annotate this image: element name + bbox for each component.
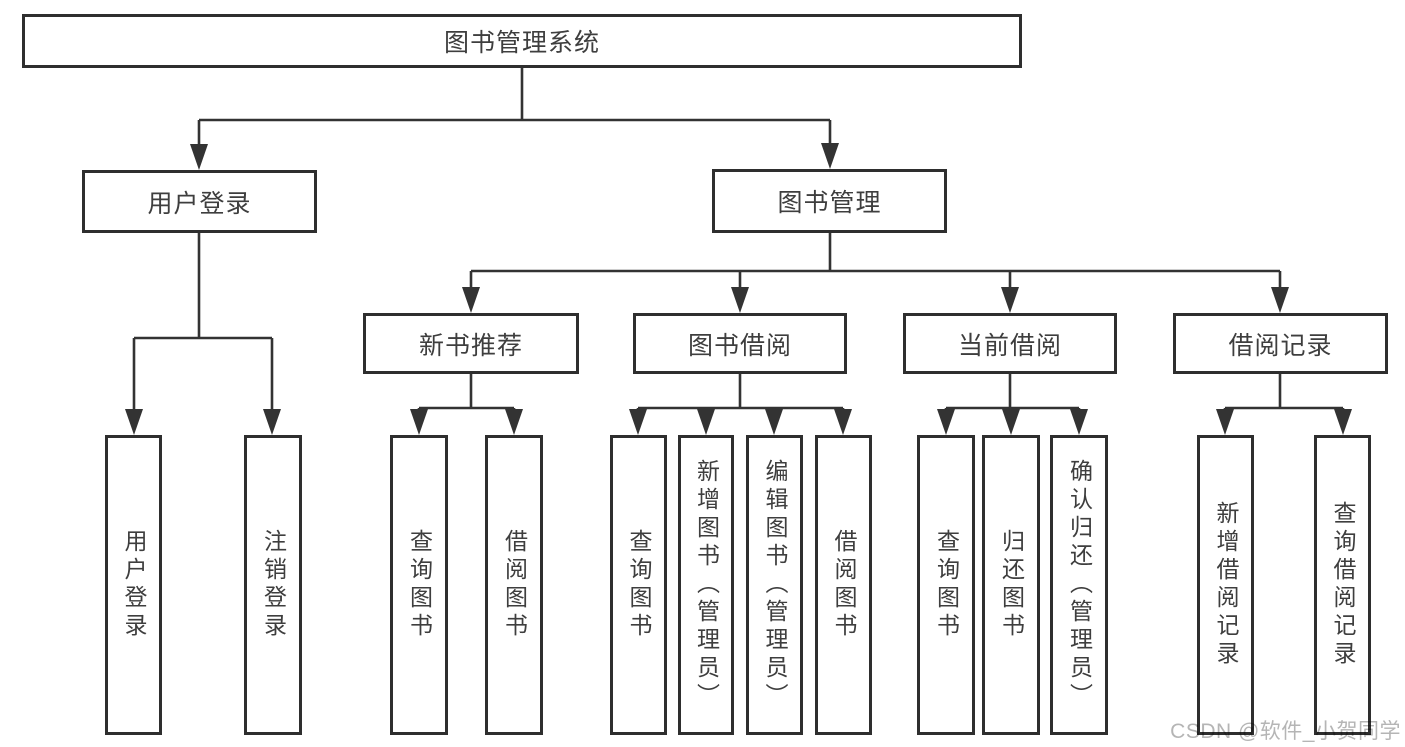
leaf-add-books-admin: 新增图书（管理员）	[678, 435, 734, 735]
leaf-user-login-label: 用户登录	[121, 529, 147, 641]
node-book-borrowing: 图书借阅	[633, 313, 847, 374]
leaf-add-books-admin-label: 新增图书（管理员）	[693, 459, 720, 711]
node-book-borrowing-label: 图书借阅	[687, 331, 792, 360]
node-current-borrowing: 当前借阅	[903, 313, 1117, 374]
node-current-borrowing-label: 当前借阅	[957, 331, 1062, 360]
leaf-add-borrow-record-label: 新增借阅记录	[1213, 501, 1239, 669]
leaf-add-borrow-record: 新增借阅记录	[1197, 435, 1254, 735]
leaf-query-borrow-record-label: 查询借阅记录	[1330, 501, 1356, 669]
node-user-login: 用户登录	[82, 170, 317, 233]
leaf-logout-label: 注销登录	[260, 529, 287, 641]
node-borrowing-records: 借阅记录	[1173, 313, 1388, 374]
leaf-confirm-return-admin: 确认归还（管理员）	[1050, 435, 1108, 735]
leaf-query-books-borrow-label: 查询图书	[626, 529, 652, 641]
leaf-return-books: 归还图书	[982, 435, 1040, 735]
leaf-logout: 注销登录	[244, 435, 302, 735]
node-new-book-recommend: 新书推荐	[363, 313, 579, 374]
leaf-edit-books-admin: 编辑图书（管理员）	[746, 435, 803, 735]
leaf-borrow-books-label: 借阅图书	[831, 529, 857, 641]
leaf-borrow-books-recommend: 借阅图书	[485, 435, 543, 735]
leaf-user-login: 用户登录	[105, 435, 162, 735]
node-root-label: 图书管理系统	[443, 29, 600, 57]
node-book-management-label: 图书管理	[777, 189, 882, 217]
leaf-query-books-recommend-label: 查询图书	[406, 529, 433, 641]
node-user-login-label: 用户登录	[147, 189, 252, 218]
node-book-management: 图书管理	[712, 169, 947, 233]
leaf-query-books-current: 查询图书	[917, 435, 975, 735]
node-new-book-recommend-label: 新书推荐	[418, 331, 523, 360]
node-borrowing-records-label: 借阅记录	[1228, 331, 1333, 360]
leaf-query-books-recommend: 查询图书	[390, 435, 448, 735]
csdn-watermark: CSDN @软件_小贺同学	[1170, 720, 1401, 743]
leaf-borrow-books-recommend-label: 借阅图书	[501, 529, 528, 641]
leaf-query-borrow-record: 查询借阅记录	[1314, 435, 1371, 735]
leaf-borrow-books: 借阅图书	[815, 435, 872, 735]
leaf-query-books-current-label: 查询图书	[933, 529, 960, 641]
leaf-query-books-borrow: 查询图书	[610, 435, 667, 735]
node-root: 图书管理系统	[22, 14, 1022, 68]
leaf-edit-books-admin-label: 编辑图书（管理员）	[762, 459, 788, 711]
leaf-return-books-label: 归还图书	[998, 529, 1025, 641]
leaf-confirm-return-admin-label: 确认归还（管理员）	[1066, 459, 1093, 711]
